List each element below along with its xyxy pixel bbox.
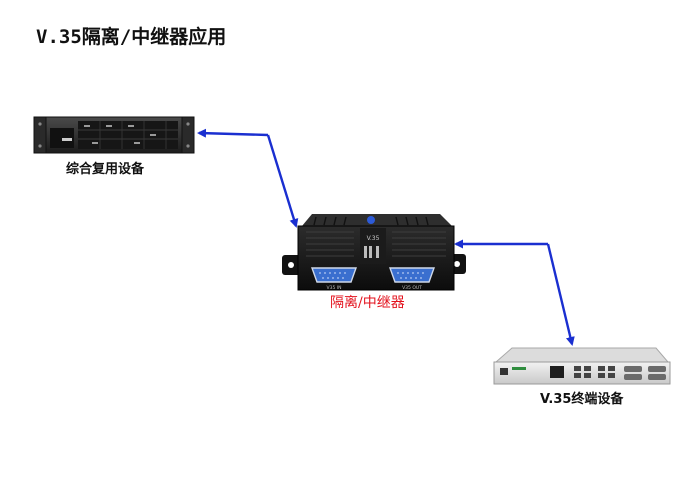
repeater-device: V.35 V35 IN V35 OUT	[282, 214, 466, 291]
repeater-to-terminal-arrow	[546, 243, 575, 346]
terminal-label: V.35终端设备	[540, 392, 624, 407]
mux-label: 综合复用设备	[66, 162, 145, 177]
page-title: V.35隔离/中继器应用	[36, 26, 227, 48]
v35-in-port	[311, 267, 357, 283]
mux-to-repeater-arrow	[266, 134, 299, 228]
v35-out-label: V35 OUT	[402, 285, 422, 291]
repeater-to-mux-arrow	[197, 128, 269, 138]
terminal-device	[493, 347, 671, 385]
v35-out-port	[389, 267, 435, 283]
repeater-badge: V.35	[367, 235, 380, 242]
repeater-label: 隔离/中继器	[330, 295, 405, 311]
mux-device	[33, 116, 195, 154]
v35-in-label: V35 IN	[327, 285, 342, 291]
